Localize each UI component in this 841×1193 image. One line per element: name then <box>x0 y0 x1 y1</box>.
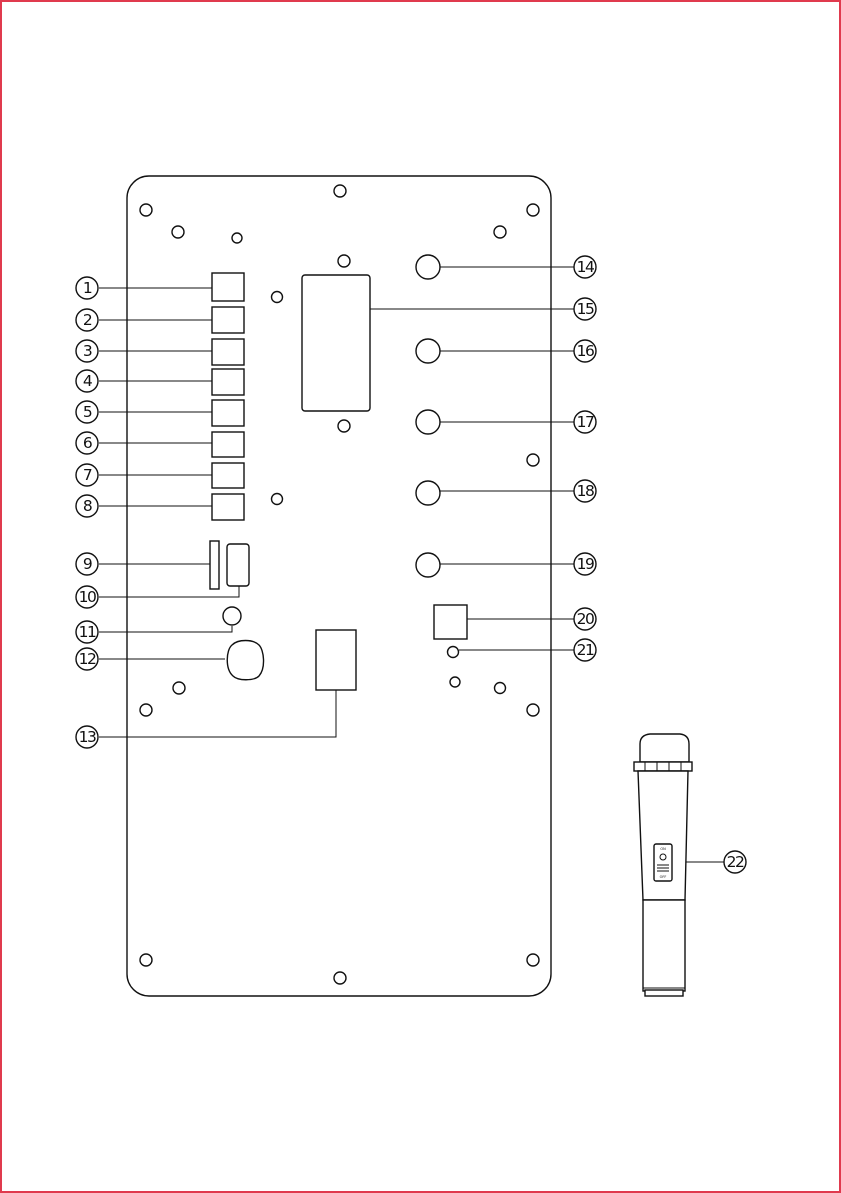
callout-14: 14 <box>574 256 596 278</box>
led-indicator <box>448 647 459 658</box>
knob-17[interactable] <box>416 410 440 434</box>
button-column <box>212 273 244 520</box>
power-switch[interactable] <box>434 605 467 639</box>
knob-18[interactable] <box>416 481 440 505</box>
callout-8: 8 <box>76 495 98 517</box>
callout-number: 8 <box>83 497 92 515</box>
callout-6: 6 <box>76 432 98 454</box>
mounting-hole <box>527 954 539 966</box>
leader-line <box>99 690 336 737</box>
mic-handle <box>643 900 685 991</box>
leader-lines <box>99 267 724 862</box>
mounting-hole <box>172 226 184 238</box>
callout-number: 14 <box>577 258 594 276</box>
mounting-hole <box>527 704 539 716</box>
callout-number: 17 <box>577 413 594 431</box>
callout-2: 2 <box>76 309 98 331</box>
callout-1: 1 <box>76 277 98 299</box>
callout-number: 5 <box>83 403 92 421</box>
button-3[interactable] <box>212 339 244 365</box>
card-slot[interactable] <box>210 541 219 589</box>
mounting-hole <box>334 972 346 984</box>
mounting-hole <box>272 292 283 303</box>
callout-7: 7 <box>76 464 98 486</box>
callout-12: 12 <box>76 648 98 670</box>
callout-number: 22 <box>727 853 744 871</box>
knob-column <box>416 255 440 577</box>
callout-4: 4 <box>76 370 98 392</box>
mic-grille <box>640 734 689 762</box>
mic-bottom-cap <box>645 990 683 996</box>
mounting-hole <box>450 677 460 687</box>
callout-11: 11 <box>76 621 98 643</box>
leader-line <box>99 626 232 632</box>
callout-number: 7 <box>83 466 92 484</box>
callout-number: 11 <box>79 623 96 641</box>
callout-number: 10 <box>79 588 96 606</box>
callout-number: 1 <box>83 279 92 297</box>
callout-17: 17 <box>574 411 596 433</box>
callout-3: 3 <box>76 340 98 362</box>
mounting-hole <box>140 204 152 216</box>
callout-number: 19 <box>577 555 594 573</box>
callout-5: 5 <box>76 401 98 423</box>
mic-ring <box>634 762 692 771</box>
callout-16: 16 <box>574 340 596 362</box>
button-6[interactable] <box>212 432 244 457</box>
callout-number: 13 <box>79 728 96 746</box>
callout-20: 20 <box>574 608 596 630</box>
mounting-hole <box>140 704 152 716</box>
mounting-hole <box>173 682 185 694</box>
callout-9: 9 <box>76 553 98 575</box>
knob-16[interactable] <box>416 339 440 363</box>
mic-power-switch[interactable]: ON OFF <box>654 844 672 881</box>
callout-number: 20 <box>577 610 594 628</box>
callout-21: 21 <box>574 639 596 661</box>
callout-number: 4 <box>83 372 92 390</box>
callout-number: 16 <box>577 342 594 360</box>
callout-number: 2 <box>83 311 92 329</box>
callout-number: 12 <box>79 650 96 668</box>
button-4[interactable] <box>212 369 244 395</box>
display-module <box>302 275 370 411</box>
mounting-hole <box>527 454 539 466</box>
callout-number: 15 <box>577 300 594 318</box>
power-socket[interactable] <box>227 641 263 680</box>
callout-number: 3 <box>83 342 92 360</box>
callout-19: 19 <box>574 553 596 575</box>
mounting-hole <box>140 954 152 966</box>
callout-18: 18 <box>574 480 596 502</box>
usb-port[interactable] <box>227 544 249 586</box>
callout-15: 15 <box>574 298 596 320</box>
button-7[interactable] <box>212 463 244 488</box>
callout-number: 6 <box>83 434 92 452</box>
mounting-hole <box>527 204 539 216</box>
button-5[interactable] <box>212 400 244 426</box>
mic-switch-off-label: OFF <box>660 875 667 879</box>
mounting-hole <box>494 226 506 238</box>
mounting-hole <box>495 683 506 694</box>
power-input[interactable] <box>316 630 356 690</box>
callout-number: 9 <box>83 555 92 573</box>
button-2[interactable] <box>212 307 244 333</box>
callout-13: 13 <box>76 726 98 748</box>
indicator-light <box>223 607 241 625</box>
mounting-hole <box>272 494 283 505</box>
mounting-hole <box>338 255 350 267</box>
mic-switch-on-label: ON <box>660 847 666 851</box>
callout-number: 21 <box>577 641 594 659</box>
button-8[interactable] <box>212 494 244 520</box>
mounting-hole <box>338 420 350 432</box>
mounting-hole <box>232 233 242 243</box>
callout-number: 18 <box>577 482 594 500</box>
knob-14[interactable] <box>416 255 440 279</box>
callout-22: 22 <box>724 851 746 873</box>
button-1[interactable] <box>212 273 244 301</box>
callout-10: 10 <box>76 586 98 608</box>
wireless-microphone: ON OFF <box>634 734 692 996</box>
mounting-hole <box>334 185 346 197</box>
knob-19[interactable] <box>416 553 440 577</box>
